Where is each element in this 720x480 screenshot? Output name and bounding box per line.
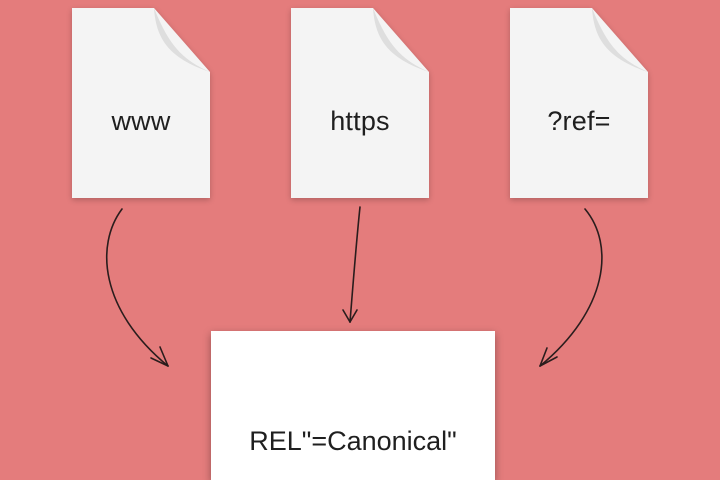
arrow-right: [539, 208, 603, 367]
arrow-center: [342, 206, 361, 323]
arrow-left: [106, 208, 169, 367]
document-ref: ?ref=: [510, 8, 648, 198]
canonical-target-box: REL"=Canonical": [211, 331, 495, 480]
document-https: https: [291, 8, 429, 198]
document-icon: [291, 8, 429, 198]
document-icon: [510, 8, 648, 198]
document-label: https: [330, 106, 390, 136]
document-www: www: [72, 8, 210, 198]
document-label: ?ref=: [547, 106, 611, 136]
document-icon: [72, 8, 210, 198]
canonical-label: REL"=Canonical": [249, 426, 457, 456]
document-label: www: [111, 106, 171, 136]
